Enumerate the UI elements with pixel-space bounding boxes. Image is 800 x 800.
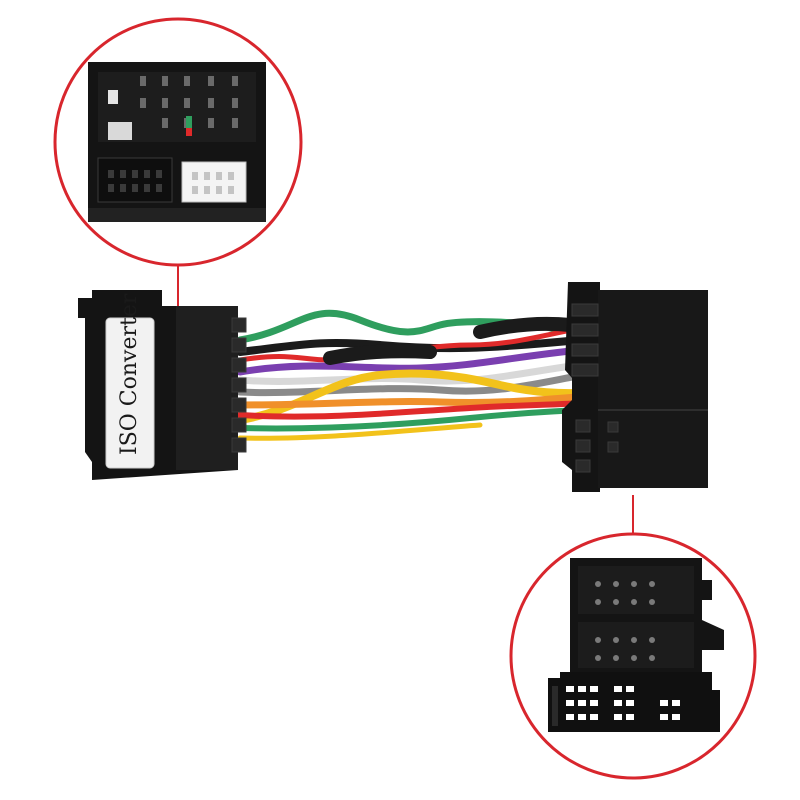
- yellow-wire-lower: [237, 422, 483, 441]
- heat-shrink-sleeve-right: [473, 316, 577, 339]
- left-connector-side: [176, 306, 238, 470]
- left-connector-pins: [231, 317, 247, 453]
- iso-converter-sticker: [105, 317, 155, 469]
- purple-wire: [236, 344, 604, 376]
- yellow-wire: [236, 369, 604, 424]
- orange-wire: [236, 391, 604, 409]
- red-wire-lower: [237, 399, 603, 420]
- white-wire: [236, 358, 604, 385]
- wire-bundle: [236, 309, 604, 441]
- bottom-callout: [509, 532, 757, 780]
- green-wire-lower: [237, 405, 603, 432]
- right-connector-front: [598, 290, 708, 488]
- left-connector: ISO Converter: [78, 290, 247, 480]
- right-connector: [562, 282, 708, 492]
- iso-converter-label: ISO Converter: [117, 293, 142, 455]
- heat-shrink-sleeve: [323, 344, 437, 365]
- top-callout: [53, 17, 303, 267]
- iso-connector-face-icon: [548, 558, 724, 732]
- right-connector-pins: [571, 303, 619, 473]
- quadlock-connector-face-icon: [88, 62, 266, 222]
- grey-wire: [236, 368, 604, 397]
